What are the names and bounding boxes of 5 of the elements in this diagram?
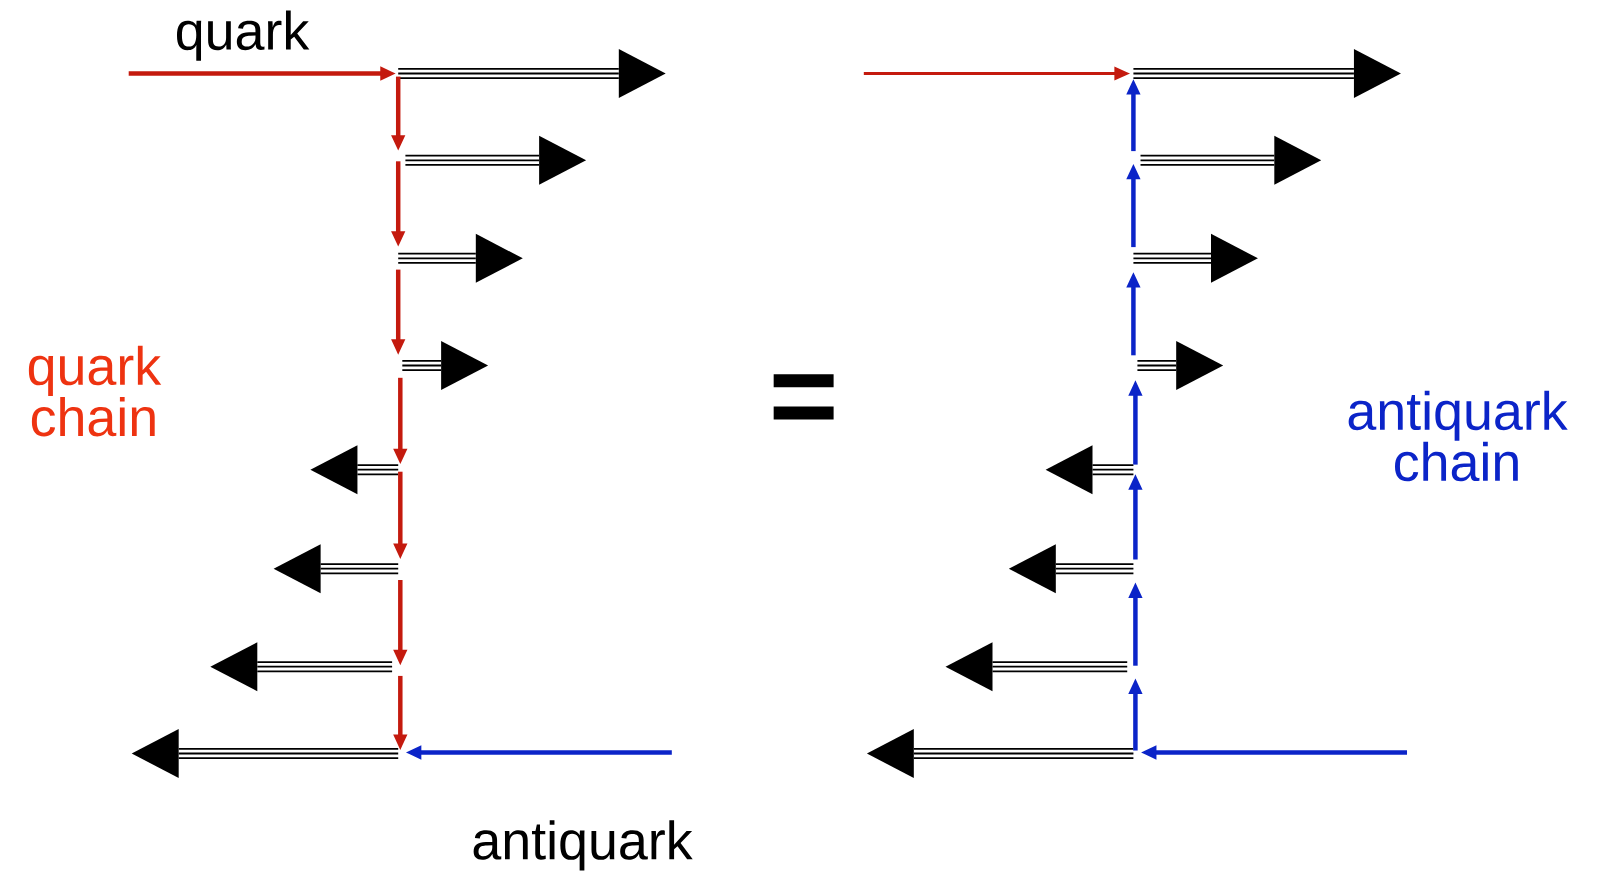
equals-sign: = bbox=[773, 374, 834, 420]
particle-label: quark bbox=[177, 10, 310, 61]
particle-label: antiquark bbox=[473, 820, 693, 871]
chain-label: quark chain bbox=[28, 345, 162, 437]
chain-label: antiquark chain bbox=[1348, 390, 1568, 482]
